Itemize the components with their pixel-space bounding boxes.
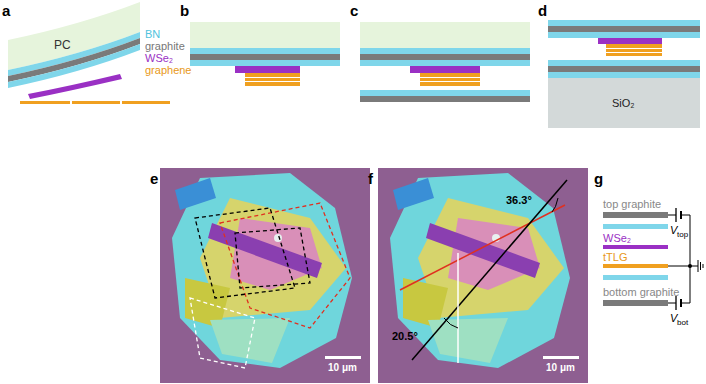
substrate-name: SiO₂ bbox=[612, 97, 635, 109]
legend-text: graphite bbox=[145, 40, 185, 52]
micrograph-e bbox=[160, 168, 370, 383]
scale-label: 10 μm bbox=[546, 362, 575, 373]
layer-name: top graphite bbox=[603, 198, 661, 210]
voltage-symbol: V bbox=[670, 224, 677, 236]
layer-name: PC bbox=[54, 38, 71, 52]
panel-letter: c bbox=[350, 2, 358, 19]
stack-b bbox=[190, 22, 340, 86]
stack-c bbox=[360, 22, 530, 102]
panel-letter: b bbox=[180, 2, 189, 19]
micrograph-f bbox=[378, 168, 588, 383]
panel-letter: f bbox=[368, 170, 373, 187]
layer-name: bottom graphite bbox=[603, 286, 679, 298]
legend-text: graphene bbox=[145, 64, 192, 76]
panel-letter: a bbox=[2, 2, 10, 19]
angle-label: 36.3° bbox=[506, 194, 532, 206]
voltage-symbol: V bbox=[670, 312, 677, 324]
scale-label: 10 μm bbox=[328, 362, 357, 373]
legend-text: BN bbox=[145, 28, 160, 40]
voltage-subscript: top bbox=[677, 230, 688, 239]
layer-name: WSe₂ bbox=[603, 232, 631, 244]
stack-d bbox=[548, 20, 700, 128]
device-schematic bbox=[603, 208, 703, 310]
panel-letter: e bbox=[150, 170, 158, 187]
layer-name: tTLG bbox=[603, 251, 627, 263]
panel-letter: g bbox=[594, 170, 603, 187]
panel-letter: d bbox=[538, 2, 547, 19]
voltage-subscript: bot bbox=[677, 318, 688, 327]
angle-label: 20.5° bbox=[392, 330, 418, 342]
legend-text: WSe₂ bbox=[145, 52, 173, 64]
